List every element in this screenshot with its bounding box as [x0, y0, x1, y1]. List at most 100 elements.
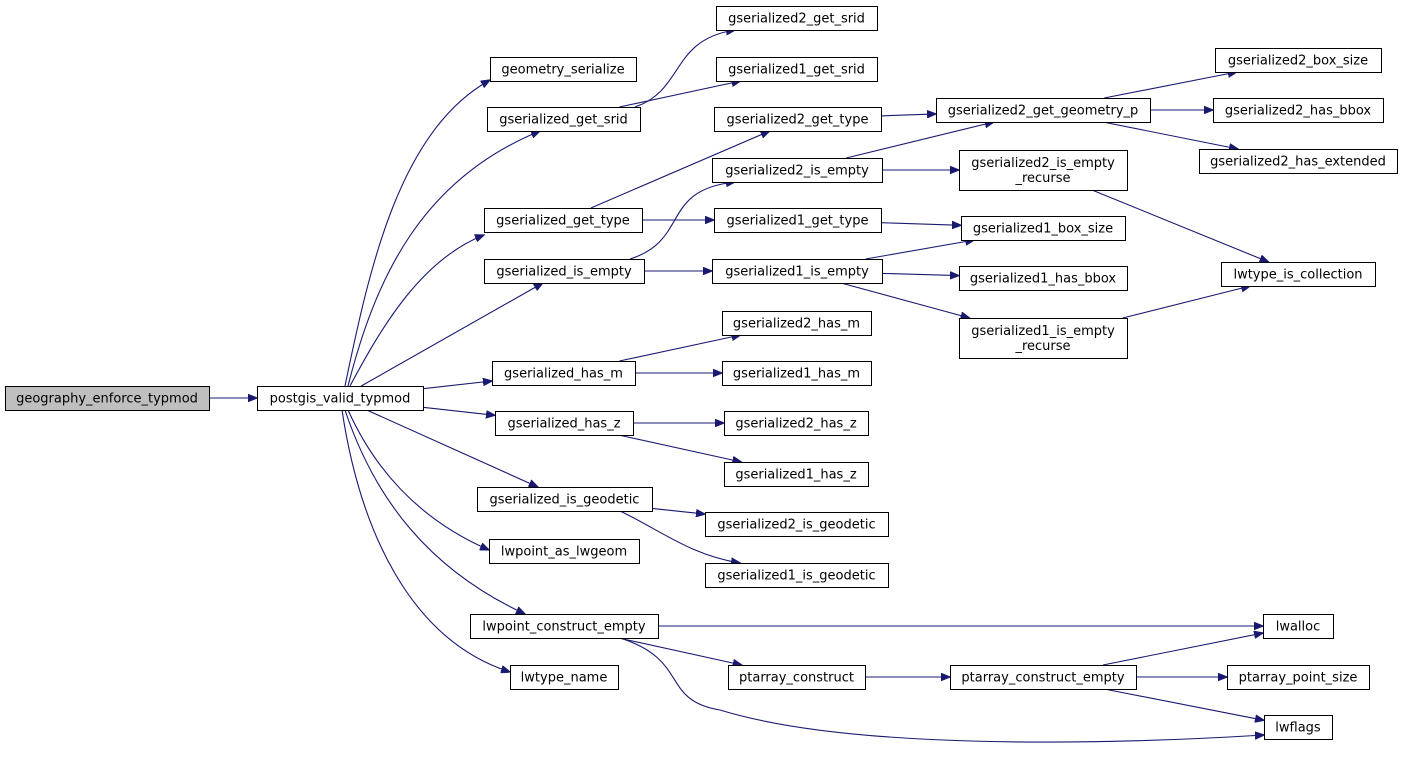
node-label: postgis_valid_typmod — [270, 392, 411, 407]
node-label: lwpoint_construct_empty — [482, 620, 645, 635]
node-gserialized2_has_bbox[interactable]: gserialized2_has_bbox — [1213, 98, 1384, 123]
node-label: _recurse — [1014, 171, 1070, 186]
node-gserialized1_has_z[interactable]: gserialized1_has_z — [724, 462, 869, 487]
node-gserialized1_has_m[interactable]: gserialized1_has_m — [722, 361, 872, 386]
node-ptarray_point_size[interactable]: ptarray_point_size — [1227, 665, 1370, 690]
edge-gserialized2_get_geometry_p-to-gserialized2_has_extended — [1102, 121, 1238, 149]
node-gserialized2_get_type[interactable]: gserialized2_get_type — [714, 107, 882, 132]
node-box — [961, 216, 1126, 241]
edge-postgis_valid_typmod-to-gserialized_has_z — [422, 406, 495, 415]
node-label: gserialized_get_srid — [499, 113, 628, 128]
node-box — [705, 512, 889, 537]
node-label: gserialized_get_type — [496, 214, 630, 229]
node-gserialized2_get_srid[interactable]: gserialized2_get_srid — [716, 6, 878, 31]
node-lwpoint_as_lwgeom[interactable]: lwpoint_as_lwgeom — [489, 539, 640, 564]
node-box — [1264, 715, 1333, 740]
edge-postgis_valid_typmod-to-lwpoint_as_lwgeom — [347, 409, 489, 550]
node-gserialized1_is_empty[interactable]: gserialized1_is_empty — [712, 259, 883, 284]
node-gserialized1_get_srid[interactable]: gserialized1_get_srid — [716, 57, 878, 82]
node-label: ptarray_point_size — [1239, 671, 1358, 686]
edge-lwpoint_construct_empty-to-lwflags — [619, 637, 1264, 743]
edge-gserialized1_is_empty-to-gserialized1_box_size — [865, 240, 975, 260]
edges-layer — [209, 30, 1269, 743]
node-box — [959, 318, 1128, 359]
node-lwtype_is_collection[interactable]: lwtype_is_collection — [1221, 262, 1376, 287]
node-box — [1199, 149, 1398, 174]
edge-gserialized2_is_empty-to-gserialized2_get_geometry_p — [846, 122, 994, 159]
node-box — [510, 665, 619, 690]
edge-postgis_valid_typmod-to-gserialized_has_m — [422, 381, 492, 390]
node-box — [484, 208, 643, 233]
node-gserialized_get_srid[interactable]: gserialized_get_srid — [487, 107, 641, 132]
node-label: ptarray_construct — [739, 671, 854, 686]
node-geometry_serialize[interactable]: geometry_serialize — [490, 57, 637, 82]
node-postgis_valid_typmod[interactable]: postgis_valid_typmod — [257, 386, 424, 411]
node-label: gserialized2_has_z — [735, 417, 856, 432]
node-gserialized1_is_geodetic[interactable]: gserialized1_is_geodetic — [705, 563, 889, 588]
node-label: gserialized1_has_m — [733, 367, 860, 382]
edge-postgis_valid_typmod-to-lwpoint_construct_empty — [344, 409, 525, 614]
node-box — [705, 563, 889, 588]
edge-gserialized2_get_type-to-gserialized2_get_geometry_p — [880, 114, 936, 116]
node-lwflags[interactable]: lwflags — [1264, 715, 1333, 740]
edge-gserialized_is_geodetic-to-gserialized1_is_geodetic — [619, 510, 740, 563]
node-gserialized2_is_empty[interactable]: gserialized2_is_empty — [712, 158, 883, 183]
node-gserialized_get_type[interactable]: gserialized_get_type — [484, 208, 643, 233]
edge-gserialized_get_type-to-gserialized2_get_type — [590, 131, 770, 209]
node-gserialized2_get_geometry_p[interactable]: gserialized2_get_geometry_p — [936, 98, 1151, 123]
node-label: gserialized1_has_z — [735, 468, 856, 483]
node-gserialized2_box_size[interactable]: gserialized2_box_size — [1215, 48, 1382, 73]
node-lwalloc[interactable]: lwalloc — [1263, 614, 1334, 639]
edge-gserialized_has_z-to-gserialized1_has_z — [618, 434, 742, 462]
edge-gserialized1_is_empty-to-gserialized1_has_bbox — [881, 273, 959, 275]
edge-gserialized_is_empty-to-gserialized2_is_empty — [629, 182, 735, 260]
node-box — [490, 57, 637, 82]
node-box — [722, 361, 872, 386]
edge-gserialized1_is_empty_recurse-to-lwtype_is_collection — [1122, 286, 1251, 319]
edge-gserialized2_is_empty_recurse-to-lwtype_is_collection — [1091, 189, 1269, 262]
node-label: gserialized_is_geodetic — [490, 493, 640, 508]
node-box — [716, 57, 878, 82]
node-box — [477, 487, 653, 512]
node-label: gserialized2_is_empty — [725, 164, 869, 179]
node-box — [712, 158, 883, 183]
edge-gserialized_get_srid-to-gserialized1_get_srid — [619, 81, 740, 108]
node-gserialized1_is_empty_recurse[interactable]: gserialized1_is_empty_recurse — [959, 318, 1128, 359]
node-gserialized2_has_m[interactable]: gserialized2_has_m — [722, 311, 872, 336]
node-box — [5, 386, 210, 411]
edge-postgis_valid_typmod-to-geometry_serialize — [344, 80, 490, 387]
node-gserialized2_has_z[interactable]: gserialized2_has_z — [724, 411, 869, 436]
node-box — [936, 98, 1151, 123]
node-gserialized2_has_extended[interactable]: gserialized2_has_extended — [1199, 149, 1398, 174]
node-box — [714, 208, 882, 233]
node-box — [959, 266, 1128, 291]
node-gserialized_is_geodetic[interactable]: gserialized_is_geodetic — [477, 487, 653, 512]
node-gserialized_has_m[interactable]: gserialized_has_m — [492, 361, 636, 386]
node-box — [487, 107, 641, 132]
node-label: ptarray_construct_empty — [961, 671, 1124, 686]
node-label: lwtype_name — [521, 671, 608, 686]
node-label: lwpoint_as_lwgeom — [501, 545, 627, 560]
node-gserialized2_is_geodetic[interactable]: gserialized2_is_geodetic — [705, 512, 889, 537]
node-gserialized1_has_bbox[interactable]: gserialized1_has_bbox — [959, 266, 1128, 291]
node-gserialized1_get_type[interactable]: gserialized1_get_type — [714, 208, 882, 233]
edge-gserialized_has_m-to-gserialized2_has_m — [619, 335, 740, 362]
node-label: gserialized1_has_bbox — [970, 272, 1117, 287]
node-label: gserialized2_has_extended — [1210, 155, 1386, 170]
node-label: gserialized1_is_empty — [725, 265, 869, 280]
node-gserialized2_is_empty_recurse[interactable]: gserialized2_is_empty_recurse — [959, 150, 1128, 191]
node-label: geography_enforce_typmod — [16, 392, 198, 407]
node-ptarray_construct[interactable]: ptarray_construct — [728, 665, 866, 690]
node-lwpoint_construct_empty[interactable]: lwpoint_construct_empty — [470, 614, 659, 639]
edge-lwpoint_construct_empty-to-ptarray_construct — [618, 637, 742, 665]
node-gserialized_has_z[interactable]: gserialized_has_z — [495, 411, 634, 436]
node-gserialized_is_empty[interactable]: gserialized_is_empty — [484, 259, 645, 284]
node-gserialized1_box_size[interactable]: gserialized1_box_size — [961, 216, 1126, 241]
nodes-layer: geography_enforce_typmod postgis_valid_ty… — [5, 6, 1398, 740]
edge-postgis_valid_typmod-to-gserialized_is_geodetic — [366, 409, 538, 487]
node-ptarray_construct_empty[interactable]: ptarray_construct_empty — [950, 665, 1137, 690]
node-box — [470, 614, 659, 639]
edge-gserialized2_get_geometry_p-to-gserialized2_box_size — [1104, 72, 1237, 99]
node-lwtype_name[interactable]: lwtype_name — [510, 665, 619, 690]
